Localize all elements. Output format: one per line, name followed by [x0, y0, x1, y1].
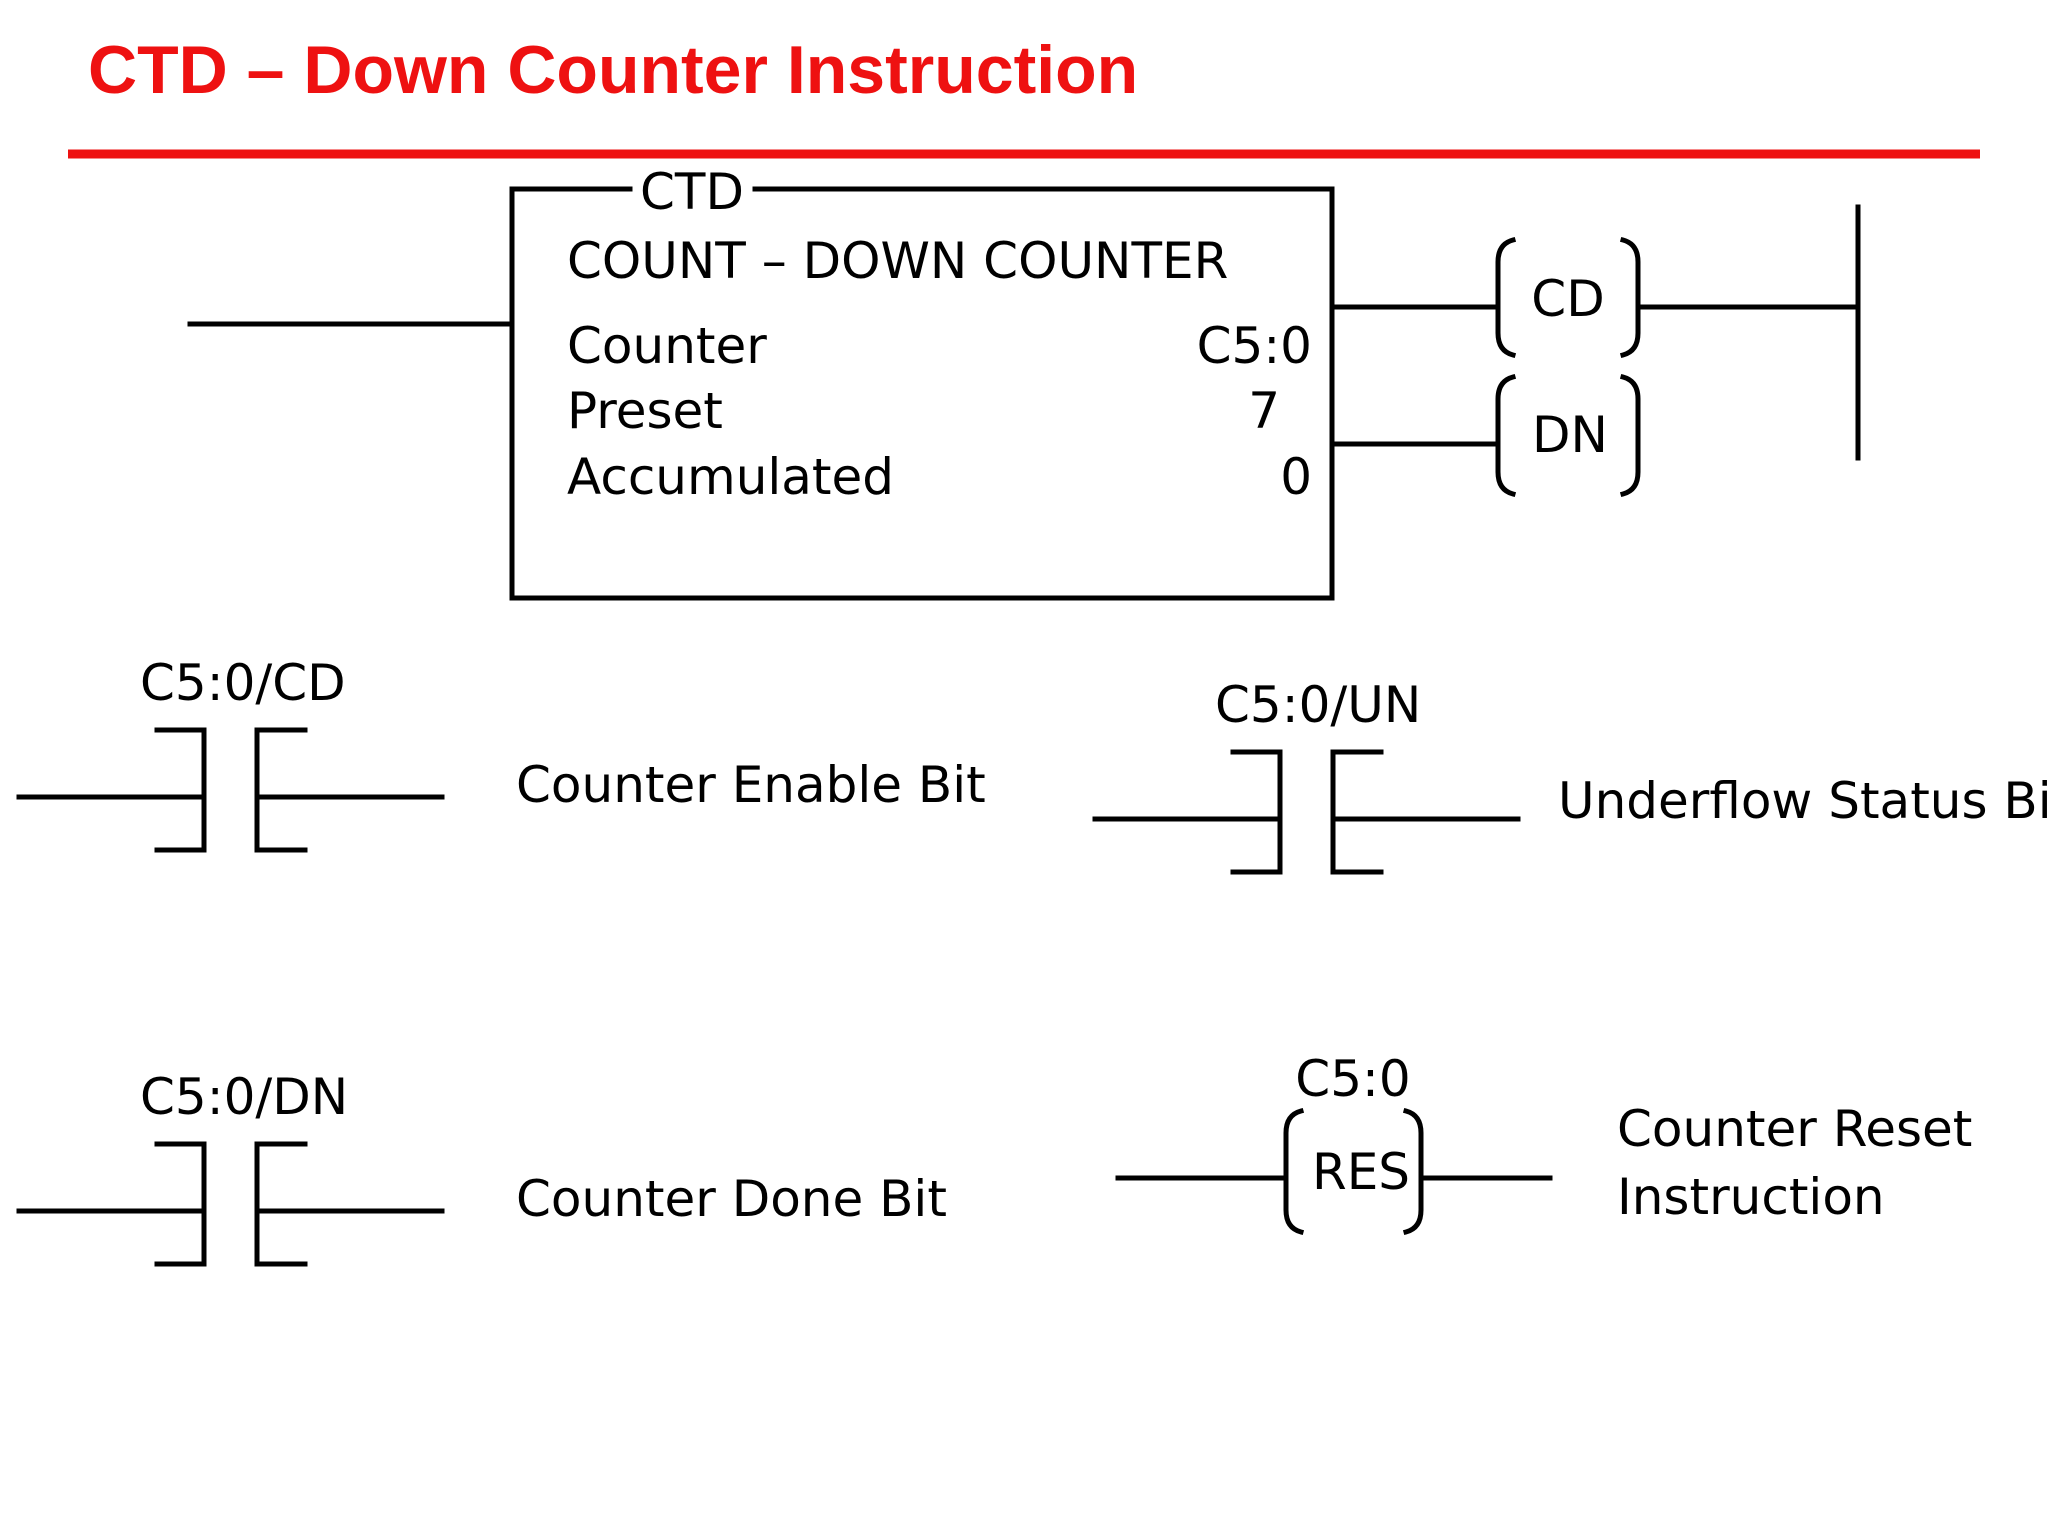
reset-description-line1: Counter Reset: [1617, 1100, 1972, 1158]
reset-description-line2: Instruction: [1617, 1168, 1885, 1226]
contact-cd[interactable]: C5:0/CD Counter Enable Bit: [16, 654, 986, 853]
reset-coil-right-paren: [1402, 1107, 1424, 1236]
cd-coil-left-paren: [1495, 236, 1517, 359]
contact-dn-address: C5:0/DN: [140, 1068, 348, 1126]
counter-label: Counter: [567, 317, 767, 375]
accumulated-label: Accumulated: [567, 448, 894, 506]
contact-cd-description: Counter Enable Bit: [516, 756, 986, 814]
contact-un-left-plate: [1230, 749, 1283, 875]
contact-dn-right-plate: [254, 1141, 308, 1267]
contact-un-description: Underflow Status Bit: [1558, 772, 2048, 830]
cd-coil-right-paren: [1619, 236, 1641, 359]
contact-cd-address: C5:0/CD: [140, 654, 346, 712]
contact-un-right-plate: [1330, 749, 1384, 875]
dn-coil-right-paren: [1619, 373, 1641, 498]
counter-value: C5:0: [1197, 317, 1312, 375]
preset-value: 7: [1248, 382, 1280, 440]
ctd-box-subtitle: COUNT – DOWN COUNTER: [567, 232, 1228, 290]
preset-label: Preset: [567, 382, 723, 440]
page-title: CTD – Down Counter Instruction: [88, 32, 1138, 108]
dn-output-coil[interactable]: DN: [1329, 373, 1641, 498]
contact-dn-left-plate: [154, 1141, 207, 1267]
cd-output-coil[interactable]: CD: [1329, 236, 1861, 359]
reset-coil-label: RES: [1312, 1143, 1410, 1201]
ctd-box-header: CTD: [640, 163, 744, 221]
ctd-box-outline: [509, 186, 1335, 601]
contact-un[interactable]: C5:0/UN Underflow Status Bit: [1092, 676, 2048, 875]
cd-coil-label: CD: [1531, 270, 1604, 328]
contact-dn-description: Counter Done Bit: [516, 1170, 947, 1228]
reset-coil-address: C5:0: [1295, 1050, 1410, 1108]
contact-cd-right-plate: [254, 727, 308, 853]
ctd-instruction-block[interactable]: CTD COUNT – DOWN COUNTER Counter C5:0 Pr…: [187, 163, 1335, 601]
dn-coil-left-paren: [1495, 373, 1517, 498]
reset-coil-left-paren: [1283, 1107, 1305, 1236]
dn-coil-label: DN: [1532, 406, 1608, 464]
contact-cd-left-plate: [154, 727, 207, 853]
contact-dn[interactable]: C5:0/DN Counter Done Bit: [16, 1068, 947, 1267]
contact-un-address: C5:0/UN: [1215, 676, 1421, 734]
accumulated-value: 0: [1280, 448, 1312, 506]
reset-coil[interactable]: C5:0 RES Counter Reset Instruction: [1115, 1050, 1972, 1236]
